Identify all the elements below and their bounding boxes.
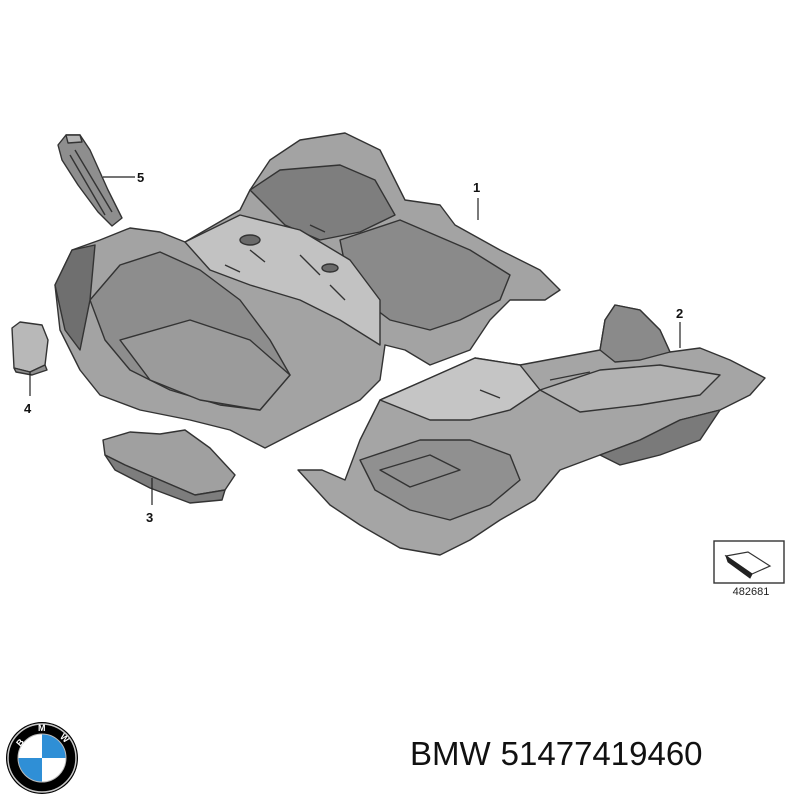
part-3-insulation-pad	[102, 429, 236, 504]
part-5-sill-trim	[57, 134, 123, 227]
svg-text:B: B	[14, 736, 26, 748]
callout-5: 5	[137, 170, 145, 185]
part-4-cover-cap	[11, 321, 49, 376]
part-number: 51477419460	[500, 735, 703, 772]
callout-3: 3	[146, 510, 154, 525]
callout-2: 2	[676, 306, 684, 321]
part-1-front-floor-carpet	[54, 132, 561, 449]
leader-lines	[29, 176, 681, 505]
bmw-roundel-logo: B M W	[6, 722, 78, 794]
part-2-rear-floor-carpet	[297, 304, 766, 556]
svg-text:M: M	[38, 723, 46, 733]
reference-number: 482681	[732, 586, 770, 598]
brand-name: BMW	[410, 735, 491, 772]
callout-4: 4	[24, 401, 32, 416]
callout-1: 1	[473, 180, 481, 195]
reference-symbol	[713, 540, 785, 584]
